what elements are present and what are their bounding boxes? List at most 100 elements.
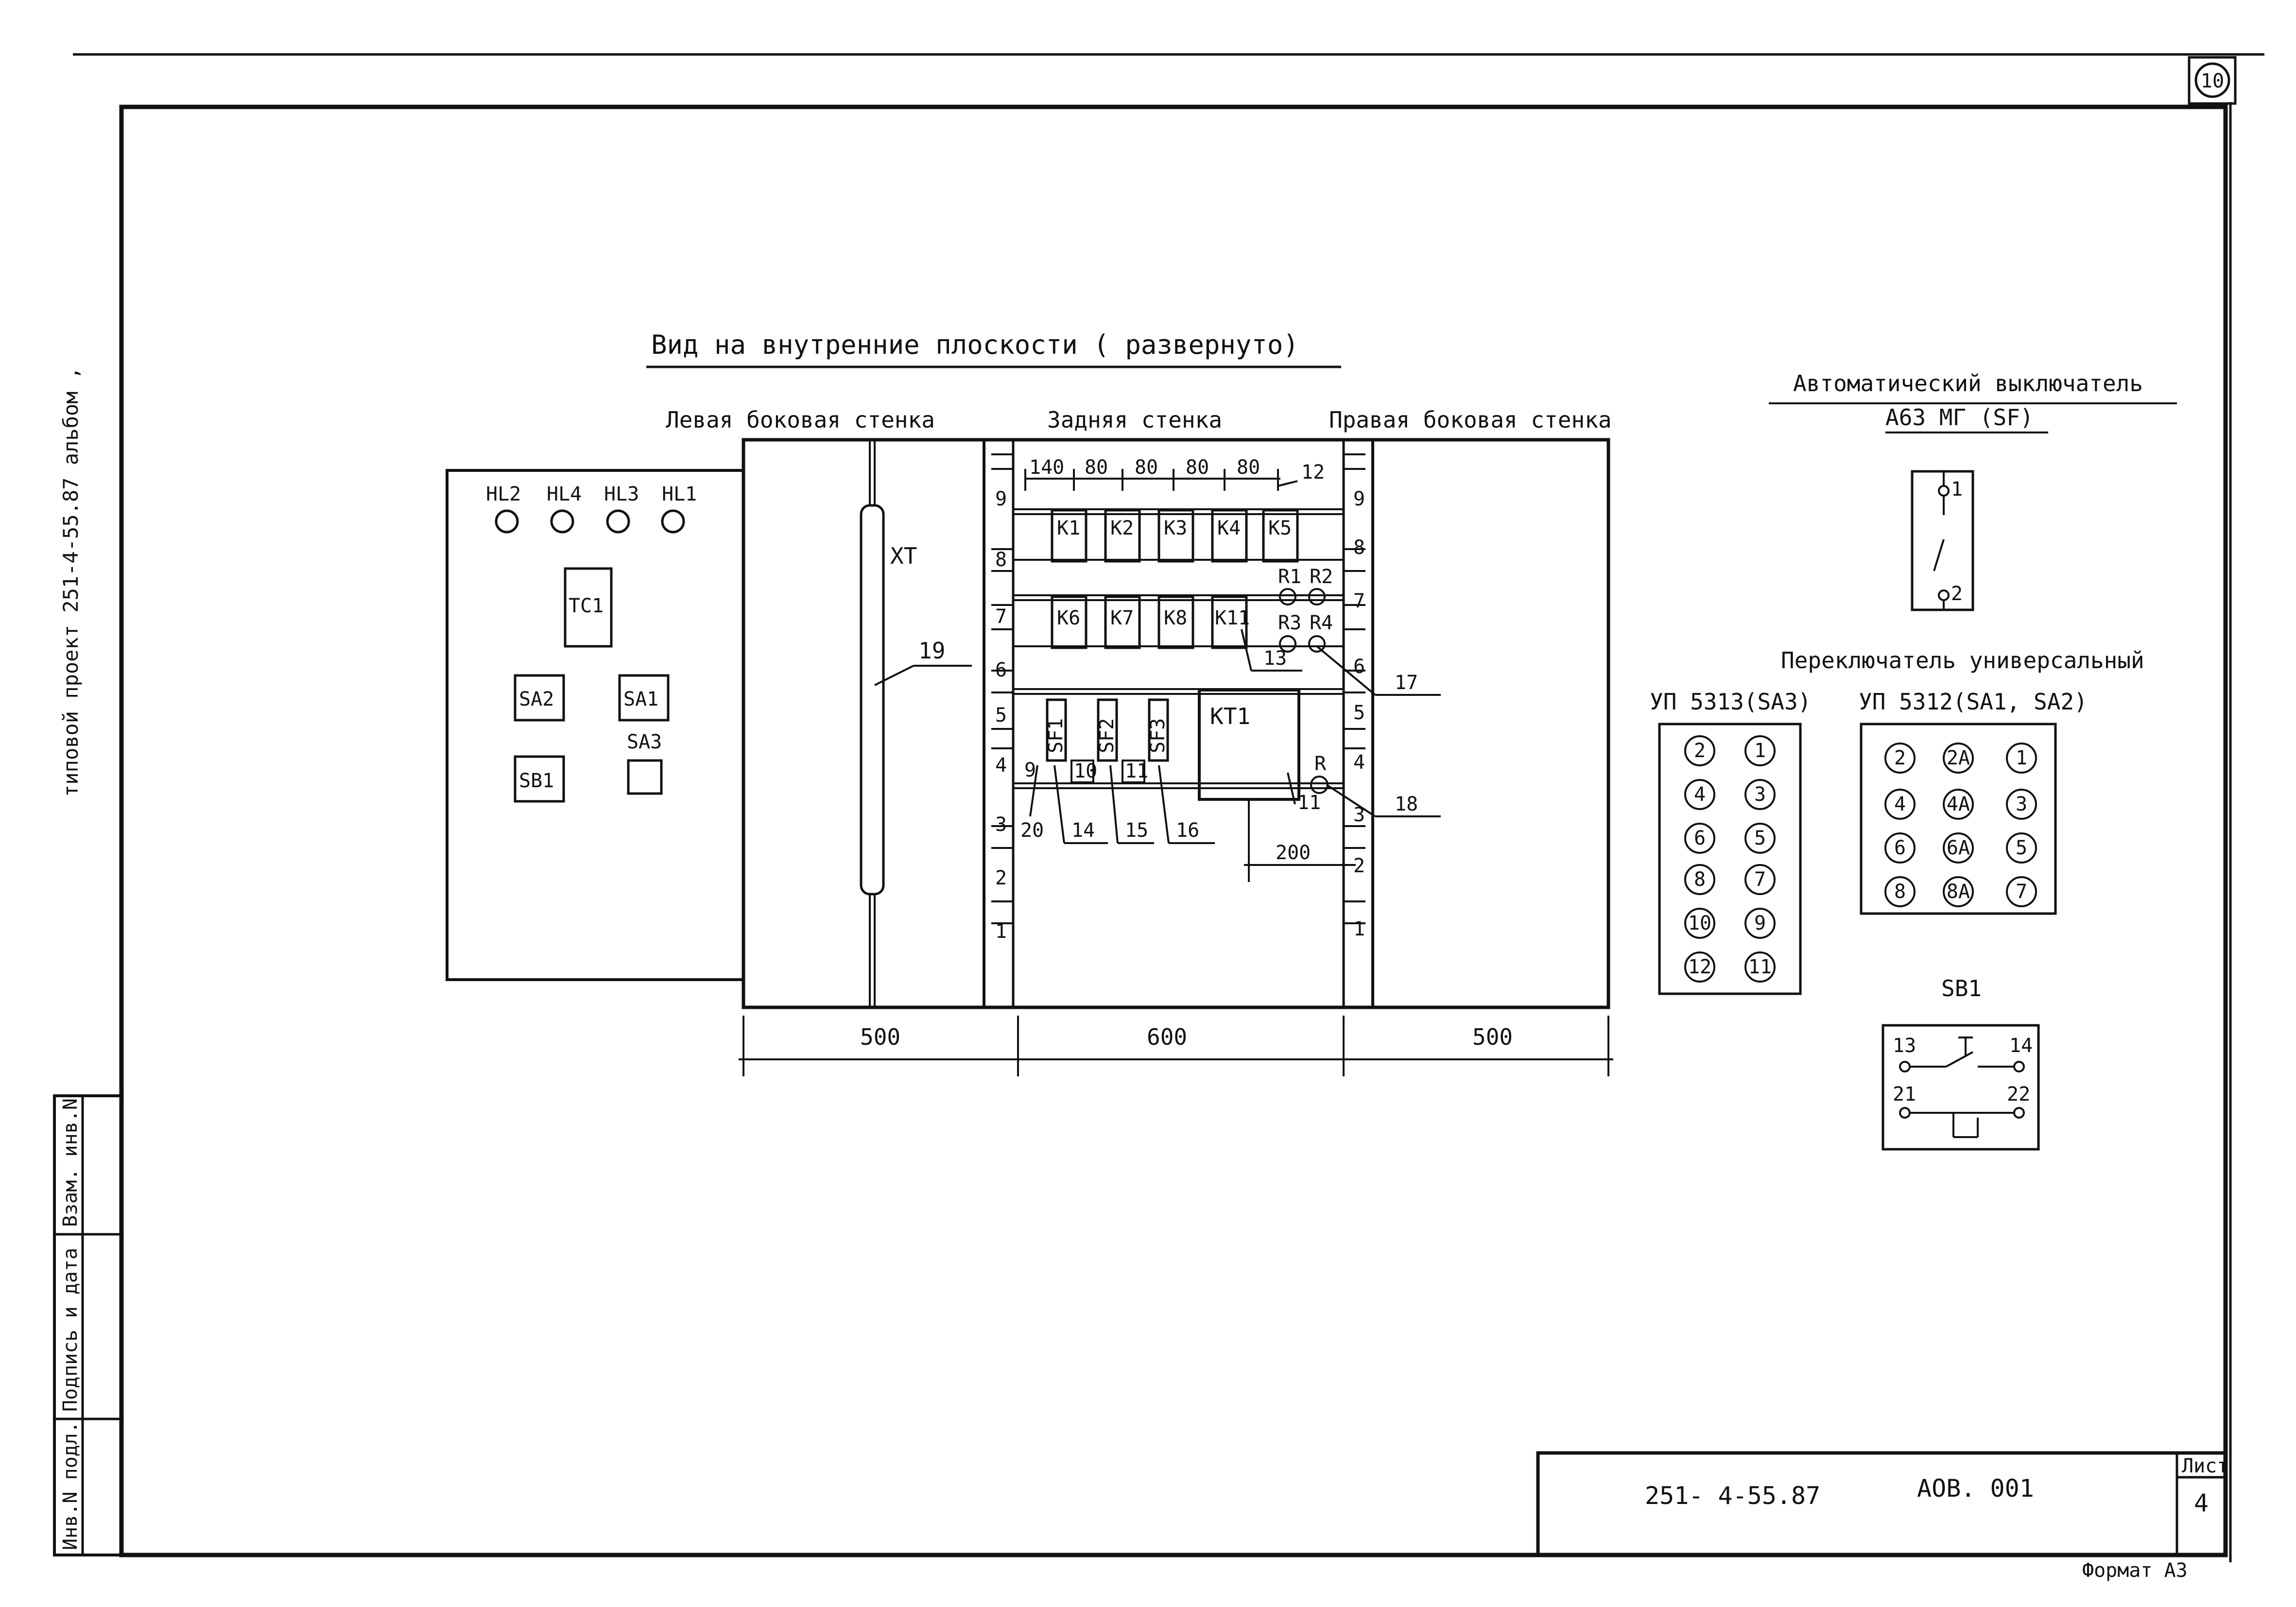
switch-up5312-contact-labels: 2 2A 1 4 4A 3 6 6A 5 8 8A 7: [1894, 747, 2027, 903]
lamp-hl4: [550, 509, 574, 534]
rail-right-numbers: 9 8 7 6 5 4 3 2 1: [1353, 488, 1365, 940]
switch-up5312-box: [1860, 723, 2057, 915]
resistors: R1 R2 R3 R4: [1278, 566, 1333, 653]
dim-80-b: 80: [1135, 456, 1158, 479]
terminal-xt-label: XT: [890, 543, 917, 569]
svg-text:5: 5: [2016, 837, 2027, 859]
relay-row-2: K6 K7 K8 K11: [1051, 595, 1250, 649]
switch-up5313-box: [1658, 723, 1802, 995]
svg-text:2: 2: [1894, 747, 1906, 769]
right-wall-label: Правая боковая стенка: [1329, 407, 1612, 433]
breaker-contact-1: 1: [1951, 478, 1963, 501]
back-wall-label: Задняя стенка: [1047, 407, 1222, 433]
callout-17: 17: [1395, 672, 1418, 694]
rail-left-2: 2: [995, 867, 1007, 889]
lamp-label-hl2: HL2: [486, 483, 521, 505]
relay-k11: K11: [1215, 607, 1250, 629]
svg-text:4A: 4A: [1947, 793, 1970, 815]
button-sb1-label: SB1: [519, 770, 554, 792]
button-sb1: [514, 755, 565, 803]
rail-right-1: 1: [1353, 918, 1365, 940]
rail-left-5: 5: [995, 704, 1007, 726]
callout-13: 13: [1263, 647, 1287, 670]
svg-text:6: 6: [1894, 837, 1906, 859]
resistor-r3: R3: [1278, 612, 1301, 634]
sb1-contact-22: 22: [2007, 1083, 2030, 1106]
sheet-value: 4: [2194, 1489, 2209, 1517]
view-title: Вид на внутренние плоскости ( развернуто…: [651, 329, 1299, 360]
svg-text:4: 4: [1694, 783, 1706, 806]
left-stamp: [53, 1094, 123, 1556]
dim-back-600: 600: [1147, 1024, 1187, 1050]
sheet-label: Лист: [2182, 1455, 2228, 1477]
dim-left-500: 500: [860, 1024, 900, 1050]
callout-17-leader: [1316, 645, 1376, 696]
switch-up5313-contact-labels: 2 1 4 3 6 5 8 7 10 9 12 11: [1688, 740, 1772, 978]
rail-left-1: 1: [995, 920, 1007, 943]
bottom-dimension: [739, 1016, 1613, 1076]
doc-code: АОВ. 001: [1917, 1474, 2034, 1503]
rail-left-ticks: [991, 453, 1013, 924]
lamp-label-hl1: HL1: [662, 483, 697, 505]
callout-19: 19: [918, 638, 945, 664]
dim-right-500: 500: [1472, 1024, 1513, 1050]
drawing-frame: [119, 104, 2228, 1557]
rail-left-3: 3: [995, 813, 1007, 836]
rail-right-8: 8: [1353, 536, 1365, 559]
sb1-symbol-box: [1882, 1024, 2040, 1151]
rail-right-7: 7: [1353, 590, 1365, 612]
title-block: [1536, 1451, 2227, 1557]
rail-left-6: 6: [995, 659, 1007, 681]
breaker-sf2: SF2: [1096, 718, 1118, 753]
callout-11-leader: [1287, 772, 1296, 805]
rail-left-8: 8: [995, 549, 1007, 571]
breaker-sf3: SF3: [1147, 718, 1169, 753]
switch-sa3: [627, 759, 663, 795]
top-dimension-chain: 140 80 80 80 80 12: [1024, 456, 1325, 491]
sheet-number: 10: [2201, 70, 2224, 92]
relay-k8: K8: [1164, 607, 1187, 629]
svg-text:1: 1: [2016, 747, 2027, 769]
sb1-spec-title: SB1: [1941, 975, 1982, 1002]
relay-k7: K7: [1110, 607, 1134, 629]
format-label: Формат А3: [2082, 1559, 2188, 1582]
breakers: SF1 SF2 SF3: [1045, 698, 1169, 762]
svg-text:9: 9: [1754, 912, 1766, 934]
switch-sa1-label: SA1: [623, 688, 658, 710]
svg-text:8: 8: [1894, 881, 1906, 903]
svg-text:3: 3: [2016, 793, 2027, 815]
rail-right-4: 4: [1353, 751, 1365, 774]
dim-140: 140: [1029, 456, 1064, 479]
svg-text:8: 8: [1694, 868, 1706, 891]
callout-13-leader: [1241, 629, 1252, 671]
dim-80-a: 80: [1085, 456, 1108, 479]
rail-left: [983, 438, 1015, 1009]
doc-number: 251- 4-55.87: [1645, 1482, 1820, 1510]
callout-15: 15: [1125, 819, 1148, 842]
breaker-symbol: [1933, 471, 1950, 610]
terminal-box-11: [1122, 760, 1145, 783]
svg-text:2: 2: [1694, 740, 1706, 762]
breaker-symbol-box: [1911, 470, 1974, 611]
switch-spec-title: Переключатель универсальный: [1781, 647, 2144, 674]
dim-80-c: 80: [1186, 456, 1209, 479]
timer-kt1-label: KT1: [1210, 703, 1250, 729]
svg-text:11: 11: [1748, 956, 1772, 978]
rail-right-5: 5: [1353, 702, 1365, 724]
resistor-r-label: R: [1314, 753, 1327, 775]
rail-left-4: 4: [995, 754, 1007, 777]
svg-text:10: 10: [1688, 912, 1711, 934]
lamp-label-hl3: HL3: [604, 483, 639, 505]
svg-text:6A: 6A: [1947, 837, 1970, 859]
switch-up5312-label: УП 5312(SA1, SA2): [1859, 689, 2088, 715]
rail-left-numbers: 9 8 7 6 5 4 3 2 1: [995, 488, 1007, 943]
relay-k6: K6: [1057, 607, 1080, 629]
resistor-r4: R4: [1310, 612, 1333, 634]
rail-right-6: 6: [1353, 656, 1365, 678]
sheet-number-circle: [2194, 62, 2230, 98]
sb1-contact-14: 14: [2009, 1035, 2033, 1057]
relay-k3: K3: [1164, 517, 1187, 539]
relay-k4: K4: [1217, 517, 1241, 539]
svg-text:8A: 8A: [1947, 881, 1970, 903]
